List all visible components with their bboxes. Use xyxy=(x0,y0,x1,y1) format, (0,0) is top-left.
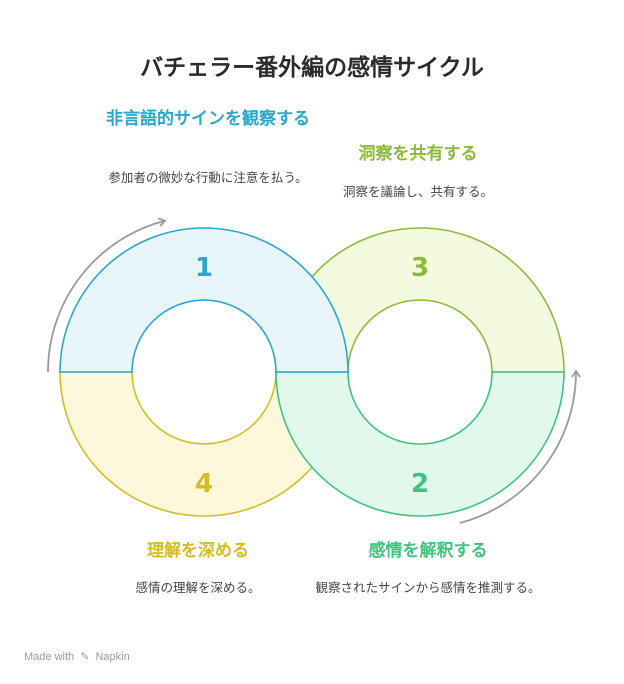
step-4-title: 理解を深める xyxy=(147,541,249,561)
step-3-description: 洞察を議論し、共有する。 xyxy=(342,184,493,199)
arrow-bottom-right-line xyxy=(459,369,581,524)
footer-brand: Napkin xyxy=(95,651,130,663)
step-2-description: 観察されたサインから感情を推測する。 xyxy=(315,580,541,595)
segment-2-number: 2 xyxy=(411,469,429,499)
step-1-description: 参加者の微妙な行動に注意を払う。 xyxy=(108,170,308,185)
step-1-title: 非言語的サインを観察する xyxy=(106,109,310,129)
arrow-top-left xyxy=(47,217,167,373)
segment-1-number: 1 xyxy=(195,253,213,283)
napkin-logo-icon: ✎ xyxy=(80,651,90,663)
segment-2 xyxy=(275,371,565,517)
step-3-title: 洞察を共有する xyxy=(358,144,478,164)
footer-made-with: Made with xyxy=(24,651,75,663)
segment-3-number: 3 xyxy=(411,253,429,283)
segment-1 xyxy=(59,227,349,373)
page-title: バチェラー番外編の感情サイクル xyxy=(140,55,484,81)
step-4-description: 感情の理解を深める。 xyxy=(135,580,261,595)
segment-4-number: 4 xyxy=(195,469,213,499)
segment-3 xyxy=(275,227,565,373)
footer-credit: Made with ✎ Napkin xyxy=(24,650,130,663)
step-2-title: 感情を解釈する xyxy=(368,541,488,561)
